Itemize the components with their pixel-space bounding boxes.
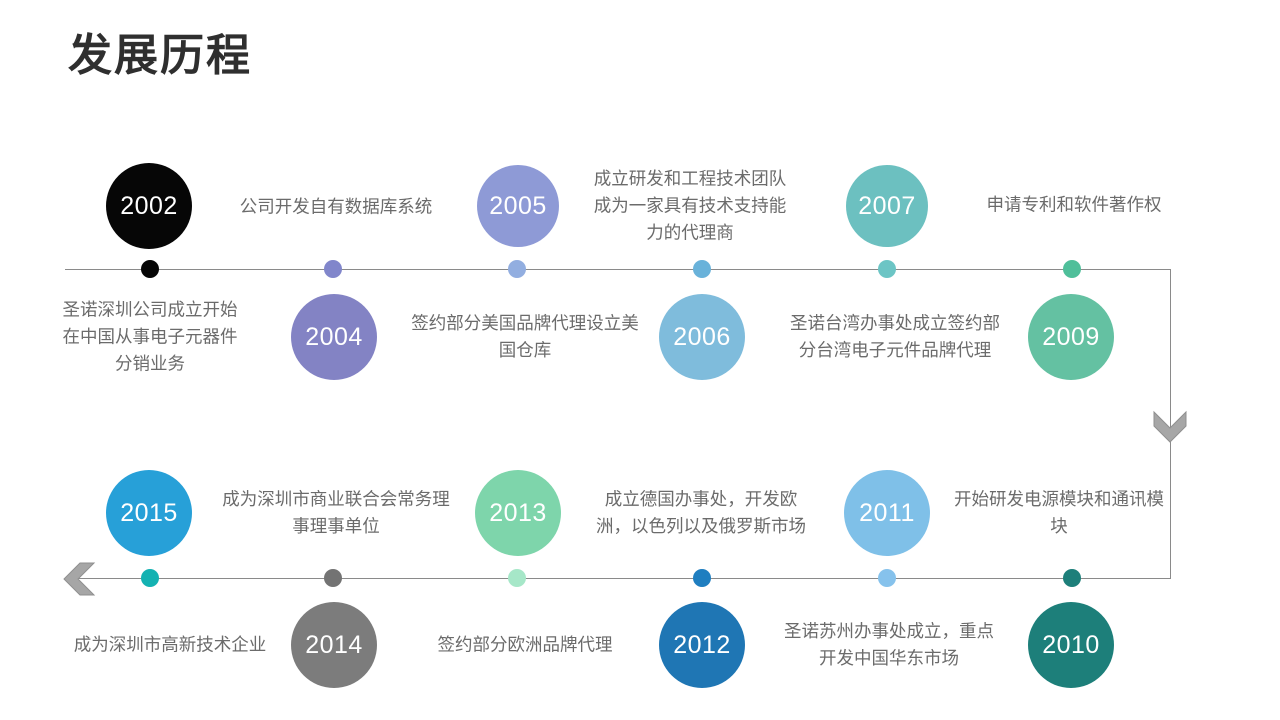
timeline-dot-bottom-4 [878, 569, 896, 587]
timeline-dot-bottom-5 [1063, 569, 1081, 587]
year-bubble-2013[interactable]: 2013 [475, 470, 561, 556]
year-bubble-2010[interactable]: 2010 [1028, 602, 1114, 688]
timeline-dot-bottom-1 [324, 569, 342, 587]
event-description-2007: 申请专利和软件著作权 [986, 194, 1162, 215]
timeline-rail-right [1170, 269, 1171, 579]
timeline-dot-top-1 [324, 260, 342, 278]
timeline-dot-top-5 [1063, 260, 1081, 278]
event-description-2015: 成为深圳市商业联合会常务理事理事单位 [222, 488, 450, 536]
event-description-2005: 成立研发和工程技术团队成为一家具有技术支持能力的代理商 [593, 168, 787, 243]
event-description-2012: 圣诺苏州办事处成立，重点开发中国华东市场 [784, 620, 994, 668]
timeline-rail-top [65, 269, 1171, 270]
year-bubble-2011[interactable]: 2011 [844, 470, 930, 556]
arrow-left-icon [62, 561, 98, 597]
year-bubble-2012[interactable]: 2012 [659, 602, 745, 688]
timeline-dot-top-3 [693, 260, 711, 278]
arrow-down-icon [1152, 408, 1188, 444]
event-description-2006: 圣诺台湾办事处成立签约部分台湾电子元件品牌代理 [790, 312, 1000, 360]
year-bubble-2014[interactable]: 2014 [291, 602, 377, 688]
timeline-rail-bottom [78, 578, 1171, 579]
year-bubble-2009[interactable]: 2009 [1028, 294, 1114, 380]
timeline-dot-bottom-3 [693, 569, 711, 587]
year-bubble-2006[interactable]: 2006 [659, 294, 745, 380]
page-title: 发展历程 [68, 31, 252, 80]
timeline-dot-top-2 [508, 260, 526, 278]
timeline-dot-top-4 [878, 260, 896, 278]
year-bubble-2015[interactable]: 2015 [106, 470, 192, 556]
year-bubble-2004[interactable]: 2004 [291, 294, 377, 380]
event-description-2011: 开始研发电源模块和通讯模块 [954, 488, 1164, 536]
year-bubble-2007[interactable]: 2007 [846, 165, 928, 247]
event-description-2002: 公司开发自有数据库系统 [239, 196, 433, 217]
event-description-bottom-below-0: 成为深圳市高新技术企业 [73, 634, 267, 655]
year-bubble-2002[interactable]: 2002 [106, 163, 192, 249]
event-description-2004: 签约部分美国品牌代理设立美国仓库 [411, 312, 639, 360]
event-description-top-below-0: 圣诺深圳公司成立开始在中国从事电子元器件分销业务 [62, 299, 238, 374]
event-description-2013: 成立德国办事处，开发欧洲，以色列以及俄罗斯市场 [596, 488, 806, 536]
year-bubble-2005[interactable]: 2005 [477, 165, 559, 247]
timeline-dot-bottom-2 [508, 569, 526, 587]
event-description-2014: 签约部分欧洲品牌代理 [437, 634, 613, 655]
timeline-dot-top-0 [141, 260, 159, 278]
timeline-dot-bottom-0 [141, 569, 159, 587]
